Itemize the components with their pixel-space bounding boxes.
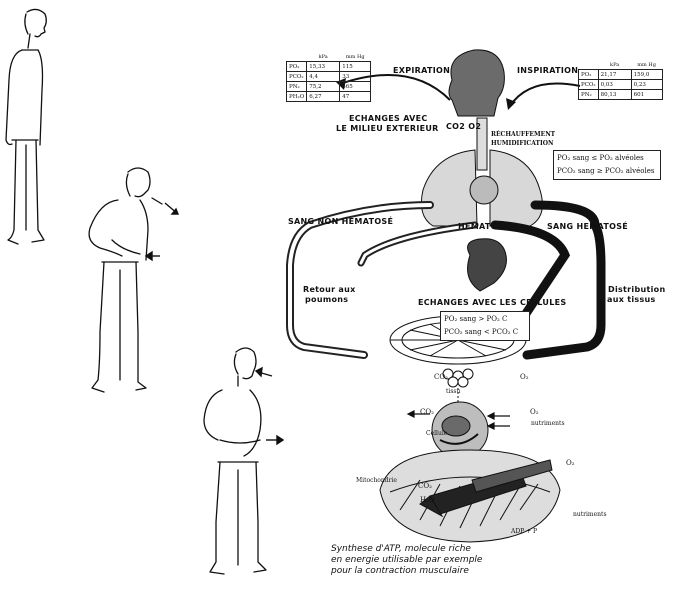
inspired-header-kpa: kPa: [610, 61, 620, 68]
label-echanges-ext-2: LE MILIEU EXTERIEUR: [336, 124, 439, 133]
expired-header-empty: [287, 52, 307, 62]
label-inspiration: INSPIRATION: [517, 66, 579, 75]
respiration-schematic: [286, 49, 606, 543]
table-cell: 80,13: [597, 89, 632, 100]
expired-header-mmhg: mm Hg: [345, 53, 365, 60]
cellular-pressure-box: PO₂ sang > PO₂ C PCO₂ sang < PCO₂ C: [440, 311, 530, 341]
label-distribution-1: Distribution: [608, 285, 666, 294]
label-hematose: HEMATOSE: [458, 222, 510, 231]
table-cell: 33: [339, 71, 372, 82]
figure-standing: [5, 8, 47, 245]
caption-line-3: pour la contraction musculaire: [331, 566, 469, 576]
table-cell: PO₂: [285, 61, 308, 72]
label-nutriments-mito: nutriments: [573, 511, 607, 518]
label-co2-mito: CO₂: [418, 482, 432, 490]
label-o2-tissue: O₂: [520, 373, 529, 381]
caption-line-1: Synthese d'ATP, molecule riche: [331, 544, 471, 554]
inspired-header-mmhg: mm Hg: [637, 61, 656, 68]
inspiration-arrow: [509, 82, 581, 107]
label-tissu: tissu: [446, 388, 461, 395]
table-cell: 0,23: [630, 79, 663, 90]
label-sang-non-hematose: SANG NON HEMATOSÉ: [288, 217, 394, 226]
label-co2-tissue: CO₂: [434, 373, 448, 381]
table-cell: PCO₂: [285, 71, 308, 82]
table-cell: PN₂: [285, 81, 308, 92]
label-mitochondrie: Mitochondrie: [356, 477, 397, 484]
label-o2-mito: O₂: [566, 459, 575, 467]
table-cell: 0,03: [597, 79, 632, 90]
table-cell: PH₂O: [285, 91, 308, 102]
label-h2o-mito: H₂O: [420, 496, 435, 504]
table-cell: 115: [339, 61, 372, 72]
alveolar-line-1: PO₂ sang ≤ PO₂ alvéoles: [557, 154, 644, 162]
alveolar-pressure-box: PO₂ sang ≤ PO₂ alvéoles PCO₂ sang ≥ PCO₂…: [553, 150, 661, 180]
table-cell: 601: [630, 89, 663, 100]
heart: [467, 238, 507, 292]
inspired-header-empty: [579, 60, 599, 70]
label-rechauffement: RÉCHAUFFEMENT: [491, 131, 556, 138]
label-co2-cell: CO₂: [420, 408, 434, 416]
mitochondrion: [379, 449, 561, 543]
table-cell: 6,27: [306, 91, 341, 102]
label-cellule: Cellule: [426, 430, 448, 437]
label-humidification: HUMIDIFICATION: [491, 140, 554, 147]
table-cell: 159,0: [630, 69, 663, 80]
figure-exhaling: [88, 167, 163, 393]
head-silhouette: [448, 49, 505, 117]
label-co2-o2: CO2 O2: [446, 122, 482, 131]
alveolar-line-2: PCO₂ sang ≥ PCO₂ alvéoles: [557, 167, 655, 175]
caption-line-2: en energie utilisable par exemple: [331, 555, 483, 565]
label-adp: ADP + P: [511, 528, 538, 535]
label-o2-cell: O₂: [530, 408, 539, 416]
table-cell: 15,33: [306, 61, 341, 72]
lungs: [420, 149, 543, 227]
table-cell: 75,2: [306, 81, 341, 92]
label-nutriments-cell: nutriments: [531, 420, 565, 427]
label-retour-2: poumons: [305, 295, 349, 304]
cellular-line-2: PCO₂ sang < PCO₂ C: [444, 328, 519, 336]
figures-illustration: [5, 8, 285, 575]
circulation-loop: [286, 200, 606, 360]
cellular-line-1: PO₂ sang > PO₂ C: [444, 315, 508, 323]
figure-inhaling: [203, 347, 267, 575]
label-echanges-ext-1: ECHANGES AVEC: [349, 114, 428, 123]
label-sang-hematose: SANG HEMATOSÉ: [547, 222, 629, 231]
table-cell: 47: [339, 91, 372, 102]
label-echanges-cellules: ECHANGES AVEC LES CELLULES: [418, 298, 567, 307]
label-distribution-2: aux tissus: [607, 295, 656, 304]
table-cell: PCO₂: [578, 79, 599, 90]
label-retour-1: Retour aux: [303, 285, 356, 294]
label-expiration: EXPIRATION: [393, 66, 451, 75]
table-cell: 21,17: [597, 69, 632, 80]
atp-caption: Synthese d'ATP, molecule riche en energi…: [331, 544, 482, 577]
table-cell: PO₂: [578, 69, 599, 80]
table-cell: 565: [339, 81, 372, 92]
table-cell: 4,4: [306, 71, 341, 82]
tissue-cluster: [442, 368, 474, 388]
table-cell: PN₂: [578, 89, 599, 100]
expired-header-kpa: kPa: [318, 53, 328, 60]
